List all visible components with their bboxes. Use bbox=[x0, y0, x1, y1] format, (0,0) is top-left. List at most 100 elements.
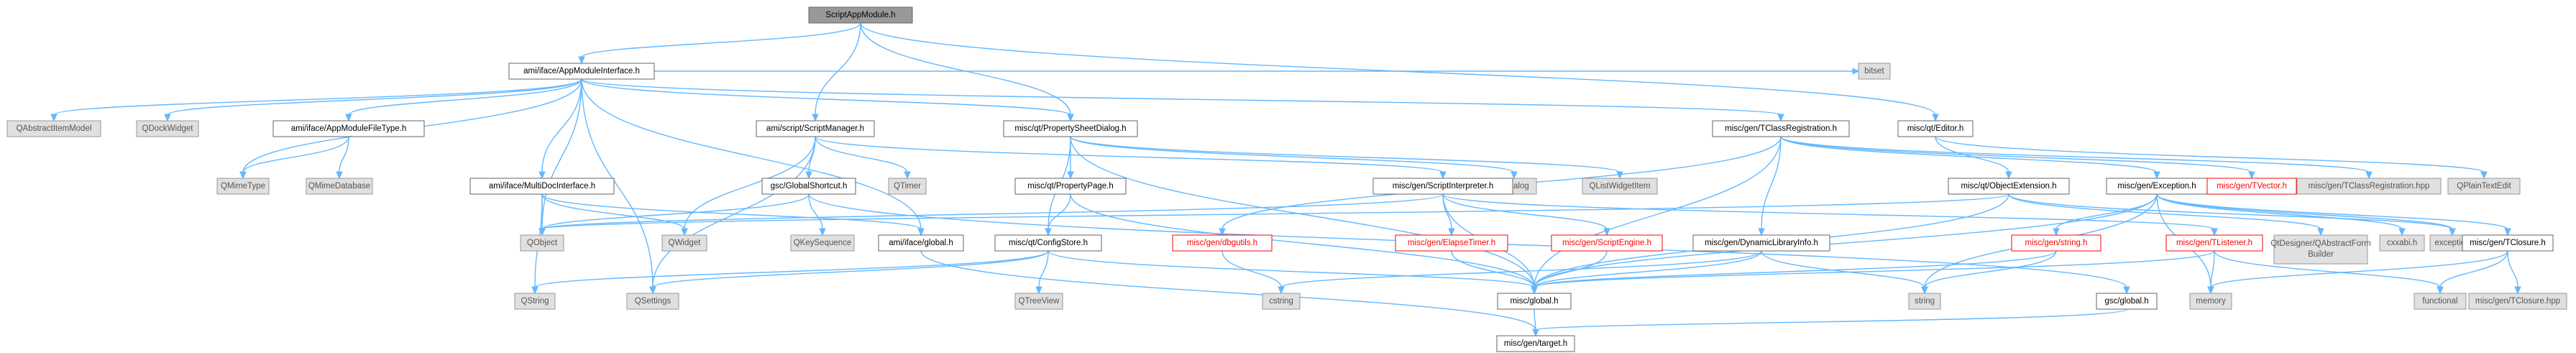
node-misc-gen-dynamiclibraryinfo-h[interactable]: misc/gen/DynamicLibraryInfo.h bbox=[1692, 234, 1830, 252]
node-box bbox=[2379, 234, 2425, 252]
node-label: QListWidgetItem bbox=[1590, 182, 1651, 191]
node-misc-gen-exception-h[interactable]: misc/gen/Exception.h bbox=[2106, 178, 2208, 195]
node-misc-qt-objectextension-h[interactable]: misc/qt/ObjectExtension.h bbox=[1948, 178, 2070, 195]
node-misc-gen-target-h[interactable]: misc/gen/target.h bbox=[1496, 335, 1575, 352]
node-box bbox=[272, 120, 425, 137]
node-box bbox=[1692, 234, 1830, 252]
node-label: QDockWidget bbox=[142, 124, 194, 133]
node-label: misc/gen/string.h bbox=[2025, 239, 2088, 247]
node-misc-gen-scriptinterpreter-h[interactable]: misc/gen/ScriptInterpreter.h bbox=[1372, 178, 1513, 195]
node-misc-gen-tclassregistration-h[interactable]: misc/gen/TClassRegistration.h bbox=[1712, 120, 1850, 137]
edge-misc-qt-configstore-h-to-qsettings bbox=[649, 250, 1049, 295]
node-scriptappmodule-h[interactable]: ScriptAppModule.h bbox=[808, 6, 913, 24]
node-ami-iface-appmoduleinterface-h[interactable]: ami/iface/AppModuleInterface.h bbox=[508, 63, 655, 80]
node-misc-gen-tclosure-hpp[interactable]: misc/gen/TClosure.hpp bbox=[2468, 293, 2567, 310]
node-qtimer[interactable]: QTimer bbox=[888, 178, 927, 195]
node-ami-iface-global-h[interactable]: ami/iface/global.h bbox=[878, 234, 964, 252]
node-misc-qt-propertypage-h[interactable]: misc/qt/PropertyPage.h bbox=[1014, 178, 1127, 195]
node-misc-qt-editor-h[interactable]: misc/qt/Editor.h bbox=[1897, 120, 1974, 137]
node-label: ScriptAppModule.h bbox=[825, 11, 895, 19]
node-string[interactable]: string bbox=[1908, 293, 1941, 310]
node-cxxabi-h[interactable]: cxxabi.h bbox=[2379, 234, 2425, 252]
node-label: misc/global.h bbox=[1510, 297, 1558, 306]
edge-ami-iface-appmodulefiletype-h-to-qmimetype bbox=[239, 136, 349, 180]
node-qplaintextedit[interactable]: QPlainTextEdit bbox=[2447, 178, 2521, 195]
node-qwidget[interactable]: QWidget bbox=[661, 234, 707, 252]
node-memory[interactable]: memory bbox=[2189, 293, 2232, 310]
node-label: misc/qt/PropertySheetDialog.h bbox=[1014, 124, 1126, 133]
edge-scriptappmodule-h-to-ami-iface-appmoduleinterface-h bbox=[578, 22, 861, 65]
node-label: misc/gen/Exception.h bbox=[2117, 182, 2196, 191]
node-qdockwidget[interactable]: QDockWidget bbox=[136, 120, 199, 137]
node-box bbox=[2447, 178, 2521, 195]
node-label: QWidget bbox=[669, 239, 702, 247]
node-box bbox=[2165, 234, 2263, 252]
node-misc-gen-dbgutils-h[interactable]: misc/gen/dbgutils.h bbox=[1172, 234, 1273, 252]
node-cstring[interactable]: cstring bbox=[1262, 293, 1301, 310]
edge-misc-qt-propertypage-h-to-misc-qt-configstore-h bbox=[1045, 193, 1071, 237]
node-ami-iface-appmodulefiletype-h[interactable]: ami/iface/AppModuleFileType.h bbox=[272, 120, 425, 137]
edge-misc-gen-exception-h-to-misc-gen-tclosure-h bbox=[2156, 193, 2511, 237]
edge-misc-qt-editor-h-to-qplaintextedit bbox=[1935, 136, 2488, 180]
edge-misc-gen-tclassregistration-h-to-misc-gen-tclassregistration-hpp bbox=[1780, 136, 2373, 180]
node-misc-qt-configstore-h[interactable]: misc/qt/ConfigStore.h bbox=[994, 234, 1102, 252]
node-box bbox=[1496, 335, 1575, 352]
node-label: misc/gen/TListener.h bbox=[2176, 239, 2252, 247]
node-qtreeview[interactable]: QTreeView bbox=[1014, 293, 1063, 310]
edge-scriptappmodule-h-to-misc-qt-editor-h bbox=[860, 22, 1939, 122]
node-label: misc/gen/dbgutils.h bbox=[1187, 239, 1257, 247]
node-misc-gen-scriptengine-h[interactable]: misc/gen/ScriptEngine.h bbox=[1551, 234, 1663, 252]
node-qmimedatabase[interactable]: QMimeDatabase bbox=[306, 178, 373, 195]
node-box bbox=[1948, 178, 2070, 195]
node-bitset[interactable]: bitset bbox=[1858, 63, 1891, 80]
node-functional[interactable]: functional bbox=[2414, 293, 2467, 310]
node-box bbox=[756, 120, 875, 137]
node-gsc-globalshortcut-h[interactable]: gsc/GlobalShortcut.h bbox=[761, 178, 856, 195]
edge-misc-gen-string-h-to-string bbox=[1921, 250, 2057, 295]
node-label: misc/gen/TVector.h bbox=[2217, 182, 2287, 191]
edge-ami-iface-appmoduleinterface-h-to-qdockwidget bbox=[164, 78, 582, 122]
node-label: misc/gen/TClosure.hpp bbox=[2475, 297, 2560, 306]
node-misc-qt-propertysheetdialog-h[interactable]: misc/qt/PropertySheetDialog.h bbox=[1003, 120, 1138, 137]
node-label: misc/gen/TClassRegistration.h bbox=[1725, 124, 1837, 133]
node-box bbox=[2462, 234, 2554, 252]
node-qobject[interactable]: QObject bbox=[520, 234, 564, 252]
node-label: gsc/GlobalShortcut.h bbox=[771, 182, 848, 191]
node-misc-gen-tvector-h[interactable]: misc/gen/TVector.h bbox=[2206, 178, 2297, 195]
node-qlistwidgetitem[interactable]: QListWidgetItem bbox=[1582, 178, 1658, 195]
node-box bbox=[136, 120, 199, 137]
edge-misc-qt-propertysheetdialog-h-to-misc-global-h bbox=[1070, 136, 1538, 295]
node-box bbox=[626, 293, 679, 310]
node-box bbox=[2011, 234, 2101, 252]
node-misc-gen-string-h[interactable]: misc/gen/string.h bbox=[2011, 234, 2101, 252]
node-qstring[interactable]: QString bbox=[514, 293, 556, 310]
node-box bbox=[1582, 178, 1658, 195]
node-qkeysequence[interactable]: QKeySequence bbox=[790, 234, 855, 252]
node-label: cxxabi.h bbox=[2387, 239, 2417, 247]
edge-misc-gen-tclassregistration-h-to-misc-gen-exception-h bbox=[1780, 136, 2160, 180]
node-qmimetype[interactable]: QMimeType bbox=[216, 178, 270, 195]
edge-misc-qt-objectextension-h-to-qobject bbox=[538, 193, 2009, 237]
node-box bbox=[1172, 234, 1273, 252]
node-label: misc/gen/ElapseTimer.h bbox=[1408, 239, 1495, 247]
node-misc-gen-tclassregistration-hpp[interactable]: misc/gen/TClassRegistration.hpp bbox=[2296, 178, 2442, 195]
node-misc-gen-tclosure-h[interactable]: misc/gen/TClosure.h bbox=[2462, 234, 2554, 252]
node-label: QMimeDatabase bbox=[308, 182, 370, 191]
node-gsc-global-h[interactable]: gsc/global.h bbox=[2096, 293, 2158, 310]
node-qsettings[interactable]: QSettings bbox=[626, 293, 679, 310]
edge-misc-gen-tclosure-h-to-memory bbox=[2207, 250, 2508, 295]
node-ami-iface-multidocinterface-h[interactable]: ami/iface/MultiDocInterface.h bbox=[469, 178, 615, 195]
edge-ami-iface-appmoduleinterface-h-to-bitset bbox=[654, 68, 1860, 75]
edge-misc-gen-dbgutils-h-to-cstring bbox=[1221, 250, 1285, 295]
node-misc-gen-elapsetimer-h[interactable]: misc/gen/ElapseTimer.h bbox=[1395, 234, 1508, 252]
node-misc-global-h[interactable]: misc/global.h bbox=[1497, 293, 1572, 310]
node-label: misc/qt/PropertyPage.h bbox=[1027, 182, 1114, 191]
node-label: ami/iface/AppModuleInterface.h bbox=[523, 67, 640, 75]
node-box bbox=[808, 6, 913, 24]
node-label: misc/gen/TClassRegistration.hpp bbox=[2309, 182, 2430, 191]
node-box bbox=[2273, 234, 2368, 265]
node-misc-gen-tlistener-h[interactable]: misc/gen/TListener.h bbox=[2165, 234, 2263, 252]
node-qabstractitemmodel[interactable]: QAbstractItemModel bbox=[6, 120, 101, 137]
node-ami-script-scriptmanager-h[interactable]: ami/script/ScriptManager.h bbox=[756, 120, 875, 137]
